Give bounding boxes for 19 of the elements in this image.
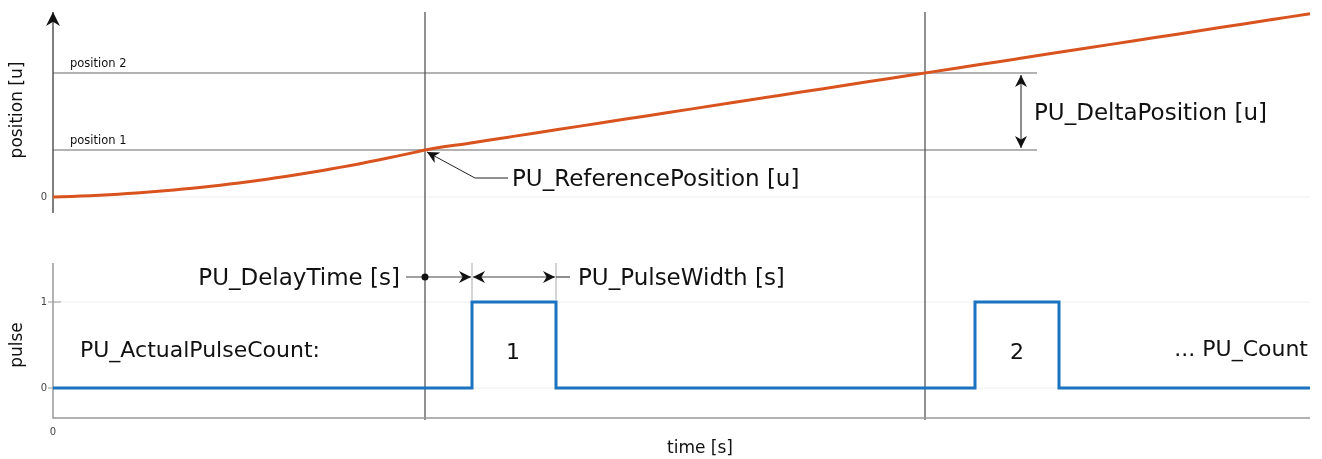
reference-label: position 1 (70, 134, 127, 148)
dimension-label: PU_DeltaPosition [u] (1034, 98, 1267, 126)
counter-label: ... PU_Count (1174, 336, 1308, 362)
tick-label: 0 (40, 382, 47, 394)
tick-label: 0 (40, 191, 47, 203)
tick-label: 1 (40, 296, 47, 308)
pulse-number: 2 (1010, 339, 1024, 365)
counter-label: PU_ActualPulseCount: (80, 337, 320, 363)
axis-title: pulse (7, 322, 27, 368)
dimension-label: PU_PulseWidth [s] (578, 263, 785, 291)
position-curve (52, 12, 1311, 199)
axis-title: position [u] (7, 61, 27, 159)
pulse-number: 1 (506, 339, 520, 365)
axis-title: time [s] (667, 438, 733, 458)
tick-label: 0 (49, 426, 57, 438)
dimension-label: PU_DelayTime [s] (198, 263, 400, 291)
leader-line (426, 151, 509, 179)
reference-label: position 2 (70, 57, 127, 71)
callout-label: PU_ReferencePosition [u] (512, 164, 800, 192)
